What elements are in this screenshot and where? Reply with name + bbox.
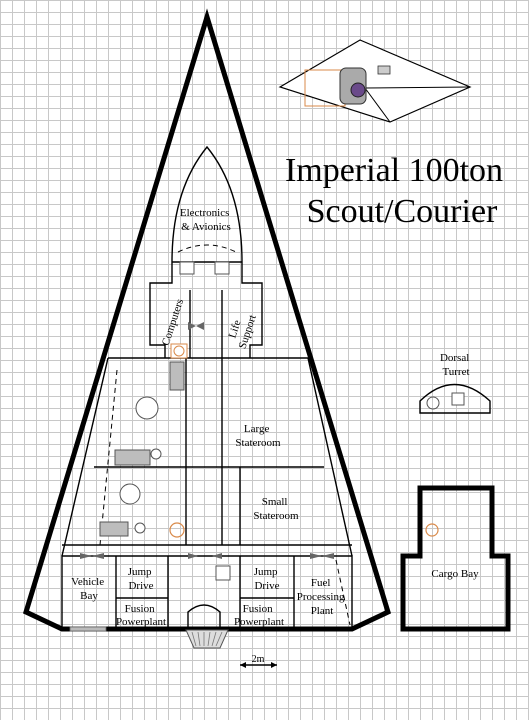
cargo-bay: [400, 485, 511, 632]
ladder-icon: [169, 343, 439, 538]
title-line-1: Imperial 100ton: [285, 152, 503, 189]
scale-bar: [240, 662, 277, 668]
room-life-support-label: Life Support: [224, 309, 259, 350]
room-fusion-right-label: Fusion Powerplant: [234, 603, 284, 628]
iris-valve-icon: [80, 322, 334, 559]
room-fuel-processing-label: Fuel Processing Plant: [297, 577, 347, 617]
dorsal-turret-label: Dorsal Turret: [440, 352, 472, 378]
room-computers-label: Computers: [160, 297, 186, 347]
profile-view: [278, 39, 472, 123]
cargo-bay-label: Cargo Bay: [431, 568, 479, 580]
room-small-stateroom-label: Small Stateroom: [253, 496, 299, 522]
room-large-stateroom-label: Large Stateroom: [235, 423, 281, 449]
room-fusion-left-label: Fusion Powerplant: [116, 603, 166, 628]
room-electronics-label: Electronics & Avionics: [180, 207, 232, 233]
scale-label: 2m: [252, 654, 265, 665]
title-line-2: Scout/Courier: [307, 193, 498, 230]
room-jump-drive-right-label: Jump Drive: [254, 566, 281, 592]
room-vehicle-bay-label: Vehicle Bay: [71, 576, 107, 602]
dorsal-turret: [419, 383, 491, 414]
hull: [22, 8, 392, 632]
room-jump-drive-left-label: Jump Drive: [128, 566, 155, 592]
